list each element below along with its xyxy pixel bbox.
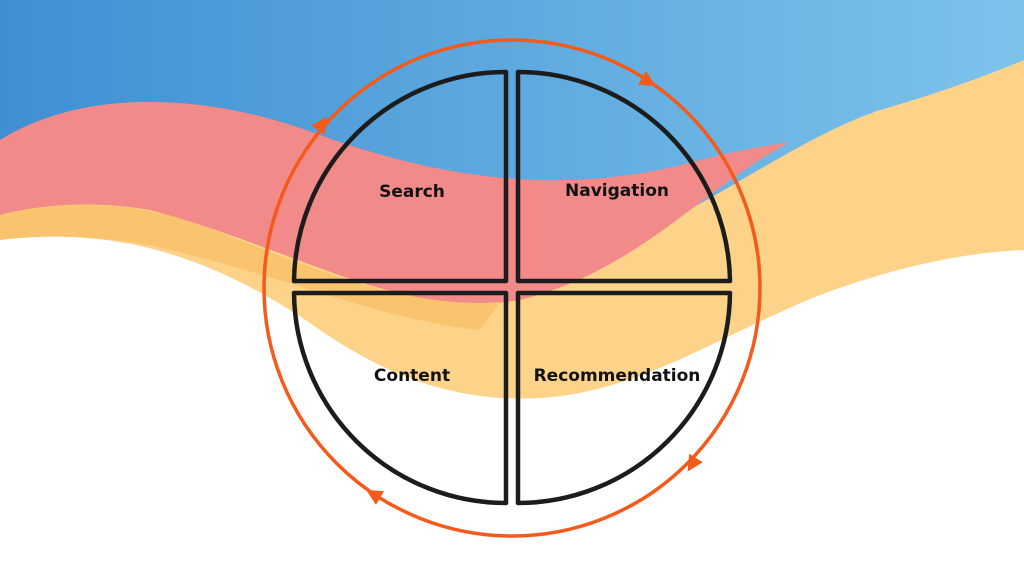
cycle-arrow-icon	[366, 490, 384, 505]
quadrant-label-search: Search	[379, 182, 445, 202]
pink-wave	[0, 101, 790, 304]
white-ground	[0, 236, 1024, 576]
quadrant-label-recommendation: Recommendation	[533, 366, 701, 386]
yellow-left-wave	[0, 204, 500, 330]
quadrant-search[interactable]	[291, 69, 509, 284]
quadrant-label-navigation: Navigation	[565, 181, 669, 201]
quadrant-label-content: Content	[373, 366, 451, 386]
cycle-ring	[262, 38, 762, 538]
quadrant-content[interactable]	[291, 290, 509, 506]
quadrant-recommendation[interactable]	[515, 290, 733, 506]
quadrant-navigation[interactable]	[515, 69, 733, 284]
cycle-arrow-icon	[311, 116, 328, 135]
cycle-arrow-icon	[687, 453, 703, 472]
cycle-arrow-icon	[638, 71, 656, 86]
